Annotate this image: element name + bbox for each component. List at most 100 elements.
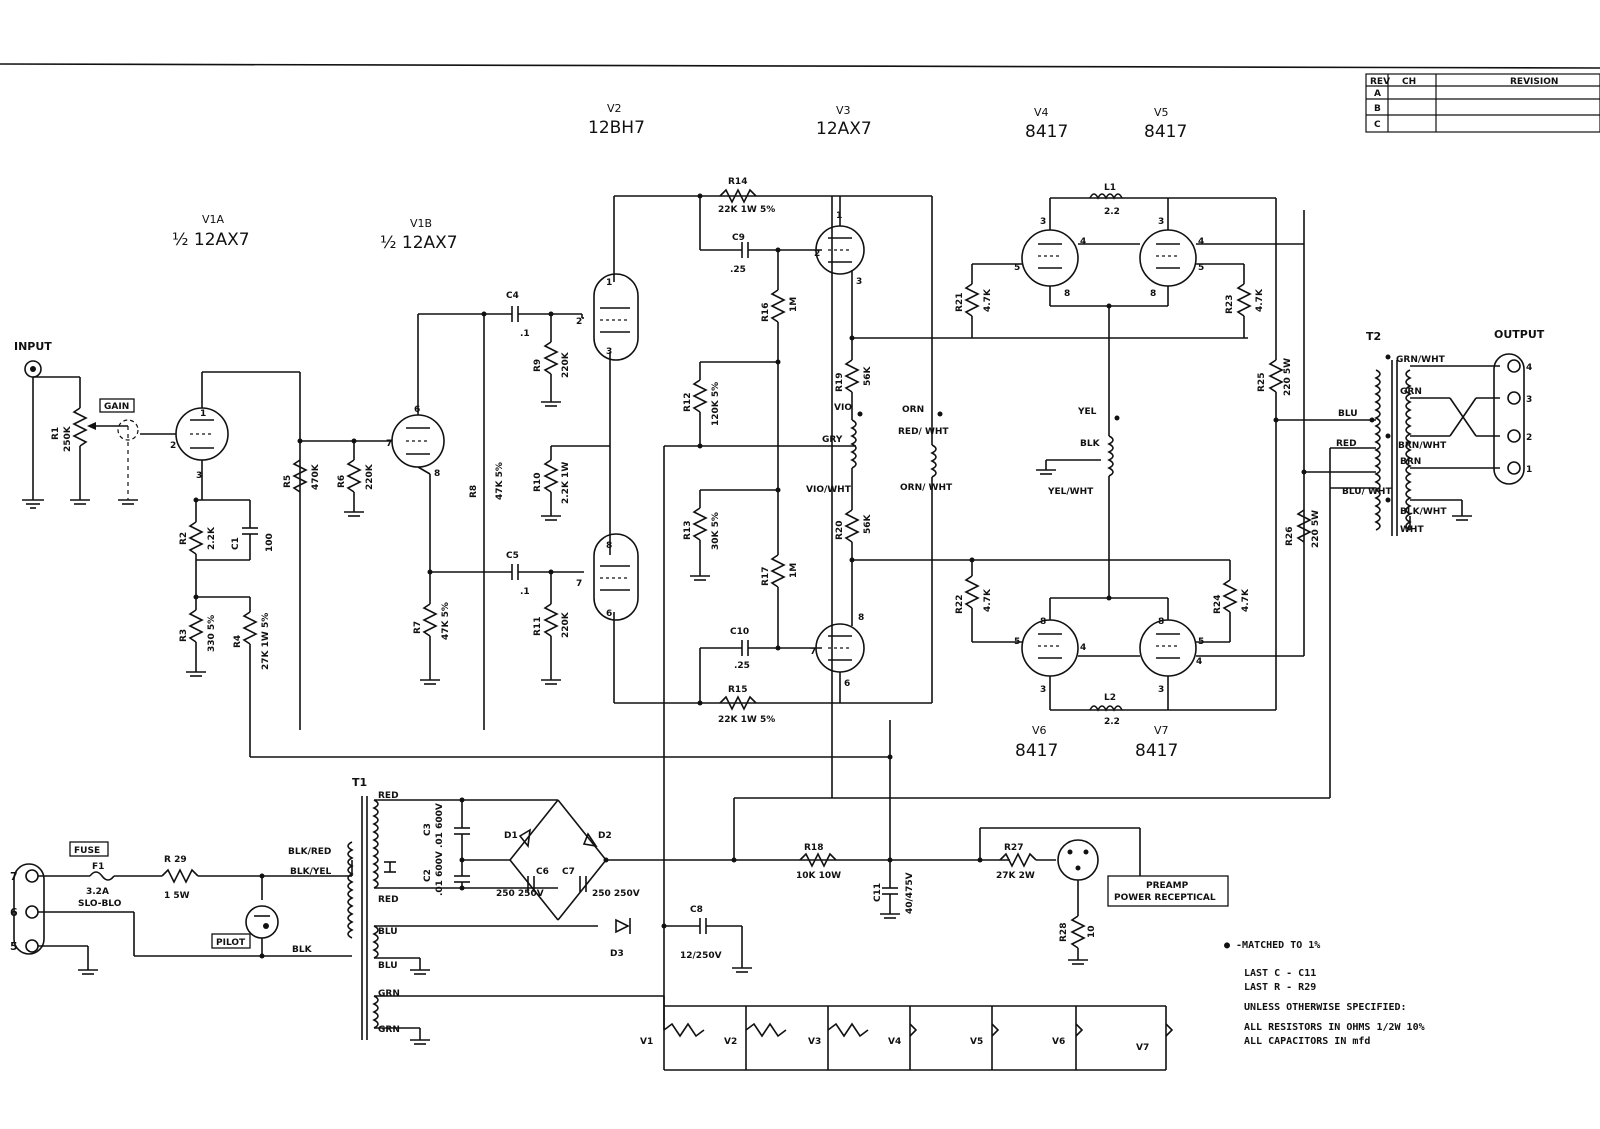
t2-wire-wht: WHT [1400,525,1424,535]
t1-wire-red-top: RED [378,791,399,801]
c5-r7-r11-network [420,564,584,685]
preamp-supply [979,827,1141,965]
c9-ref: C9 [732,233,745,243]
r8-val: 47K 5% [495,462,505,500]
r10-ref: R10 [533,473,543,492]
output-label: OUTPUT [1494,328,1545,341]
v3-pin8: 8 [858,613,864,623]
r2-val: 2.2K [207,526,217,550]
gain-label: GAIN [104,402,129,412]
wire-vio: VIO [834,403,852,413]
v4-type: 8417 [1025,122,1068,142]
revision-block: REV CH REVISION A B C [1365,73,1600,133]
c11-val: 40/475V [905,872,915,914]
c2-val: .01 600V [435,851,445,896]
v6-pin4: 4 [1080,643,1086,653]
d2-ref: D2 [598,831,612,841]
v1b-type: ½ 12AX7 [380,233,458,253]
r21-r23-network [964,197,1305,472]
v2-type: 12BH7 [588,118,645,138]
r21-ref: R21 [955,293,965,312]
rev-header-rev: REV [1370,77,1390,87]
c7-ref: C7 [562,867,575,877]
t2-wire-grn-wht: GRN/WHT [1396,355,1446,365]
r15-ref: R15 [728,685,747,695]
v2-pin1: 1 [606,278,612,288]
note-last-c: LAST C - C11 [1244,968,1316,979]
v1a-type: ½ 12AX7 [172,230,250,250]
r22-r24-network [964,420,1305,711]
r29-val: 1 5W [164,891,190,901]
r26-ref: R26 [1285,527,1295,546]
r1-val: 250K [63,425,73,452]
t1-wire-red-bot: RED [378,895,399,905]
c10-val: .25 [734,661,750,671]
r14-c9-network [699,188,822,258]
r7-ref: R7 [413,621,423,634]
v6-ref: V6 [1032,724,1047,737]
heater-string [663,996,1174,1071]
t1-wire-grn-top: GRN [378,989,400,999]
d3-c8-bias-supply [615,918,752,973]
power-terminal-7: 7 [10,870,18,883]
r15-val: 22K 1W 5% [718,715,775,725]
v7-type: 8417 [1135,741,1178,761]
gain-box [99,398,135,413]
heater-v7: V7 [1136,1043,1149,1053]
rev-header-ch: CH [1402,77,1416,87]
c1-ref: C1 [231,537,241,550]
c6-val: 250 250V [496,889,544,899]
f1-val2: SLO-BLO [78,899,122,909]
v5-pin5: 5 [1198,263,1204,273]
r20-val: 56K [863,513,873,534]
heater-v2: V2 [724,1037,737,1047]
r18-ref: R18 [804,843,823,853]
r28-ref: R28 [1059,923,1069,942]
note-capacitors: ALL CAPACITORS IN mfd [1244,1036,1370,1047]
note-unless: UNLESS OTHERWISE SPECIFIED: [1244,1002,1407,1013]
v1a-tube [140,371,301,730]
v1b-grid-network [292,440,392,517]
v7-ref: V7 [1154,724,1169,737]
t1-wire-blk-yel: BLK/YEL [290,867,332,877]
v7-pin3: 3 [1158,685,1164,695]
r27-ref: R27 [1004,843,1023,853]
r24-val: 4.7K [1241,588,1251,612]
r4-val: 27K 1W 5% [261,613,271,670]
c4-ref: C4 [506,291,519,301]
v1b-ref: V1B [410,217,432,230]
c8-val: 12/250V [680,951,722,961]
v5-tube [1139,198,1197,306]
input-label: INPUT [14,340,52,353]
v4-ref: V4 [1034,106,1049,119]
l2-inductor [1089,705,1123,712]
r11-ref: R11 [533,617,543,636]
v7-tube [1139,598,1197,710]
r25-ref: R25 [1257,373,1267,392]
wire-yel-wht: YEL/WHT [1047,487,1094,497]
output-terminal-4: 4 [1526,363,1532,373]
r25-val: 220 5W [1283,358,1293,396]
v3-pin6: 6 [844,679,850,689]
output-terminal-2: 2 [1526,433,1532,443]
preamp-label-line1: PREAMP [1146,881,1189,891]
f1-val1: 3.2A [86,887,109,897]
t2-wire-red: RED [1336,439,1357,449]
t1-wire-grn-bot: GRN [378,1025,400,1035]
r8-ref: R8 [469,485,479,498]
v7-pin8: 8 [1158,617,1164,627]
r12-r13-network [663,362,856,1030]
output-terminal-strip [1493,353,1525,485]
t1-wire-blk-red: BLK/RED [288,847,331,857]
bias-coil [1036,306,1114,598]
l2-val: 2.2 [1104,717,1120,727]
v4-pin8: 8 [1064,289,1070,299]
preamp-label-line2: POWER RECEPTICAL [1114,893,1216,903]
wire-red-wht: RED/ WHT [898,427,949,437]
v3-pin7: 7 [810,647,816,657]
v1b-pin8: 8 [434,469,440,479]
heater-v1: V1 [640,1037,653,1047]
heater-v3: V3 [808,1037,821,1047]
v7-pin4: 4 [1196,657,1202,667]
c8-ref: C8 [690,905,703,915]
